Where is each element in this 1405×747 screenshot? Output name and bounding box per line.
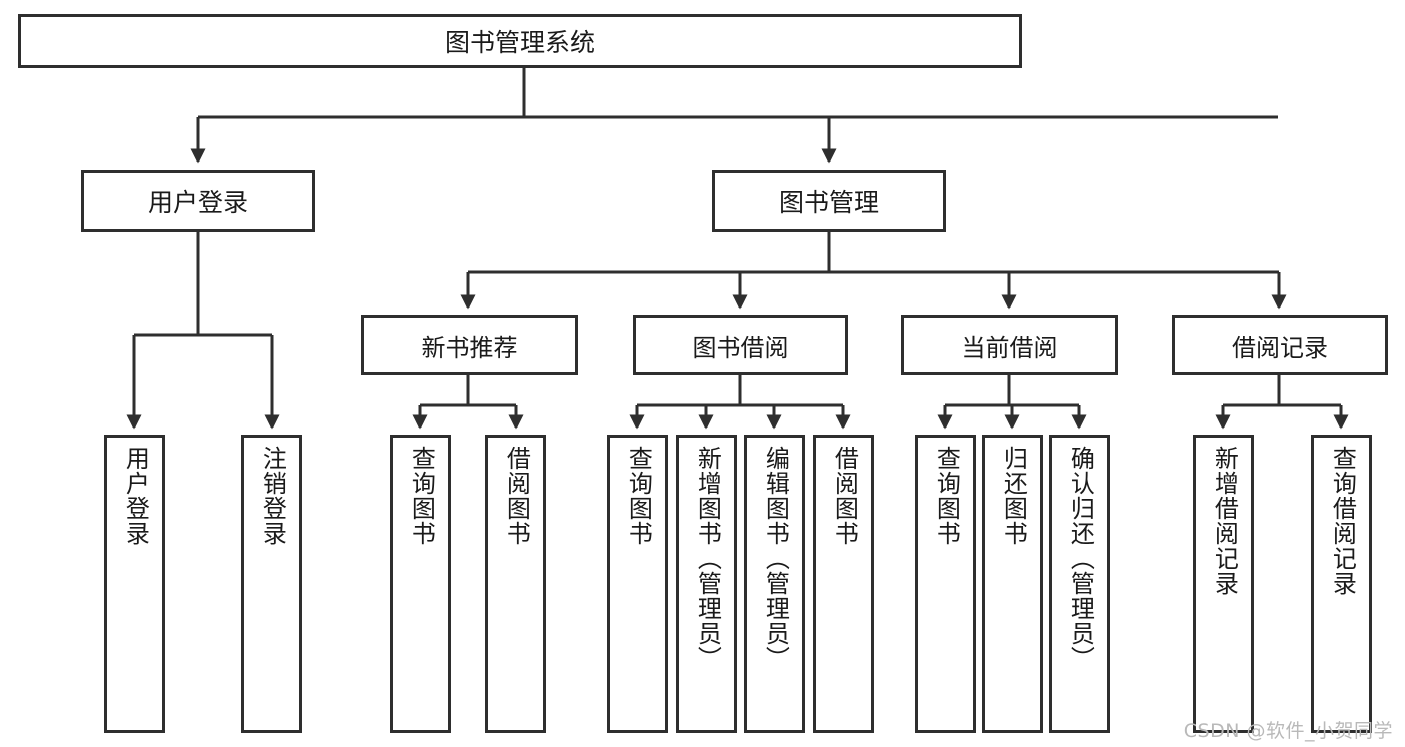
node-label: 查询图书 [407,446,436,546]
node-new-book-recommend[interactable]: 新书推荐 [361,315,578,375]
leaf-user-login-logout[interactable]: 注销登录 [241,435,302,733]
node-root-system[interactable]: 图书管理系统 [18,14,1022,68]
leaf-borrow-add-book-admin[interactable]: 新增图书（管理员） [676,435,737,733]
node-label: 图书管理 [778,188,879,217]
leaf-user-login-login[interactable]: 用户登录 [104,435,165,733]
leaf-new-book-query[interactable]: 查询图书 [390,435,451,733]
node-label: 查询图书 [932,446,961,546]
node-label: 图书管理系统 [444,28,595,57]
leaf-new-book-borrow[interactable]: 借阅图书 [485,435,546,733]
node-label: 确认归还（管理员） [1066,446,1095,671]
node-current-borrow[interactable]: 当前借阅 [901,315,1118,375]
leaf-borrow-query[interactable]: 查询图书 [607,435,668,733]
node-label: 当前借阅 [961,333,1058,362]
node-label: 图书借阅 [692,333,789,362]
node-label: 借阅图书 [830,446,859,546]
node-book-management[interactable]: 图书管理 [712,170,946,232]
watermark: CSDN @软件_小贺同学 [1183,720,1393,742]
node-label: 查询借阅记录 [1328,446,1357,596]
node-label: 归还图书 [999,446,1028,546]
node-label: 新增借阅记录 [1210,446,1239,596]
node-label: 借阅图书 [502,446,531,546]
node-label: 新书推荐 [421,333,518,362]
leaf-records-query[interactable]: 查询借阅记录 [1311,435,1372,733]
node-label: 用户登录 [121,446,150,546]
node-label: 注销登录 [258,446,287,546]
leaf-borrow-borrow-book[interactable]: 借阅图书 [813,435,874,733]
node-label: 查询图书 [624,446,653,546]
leaf-records-add[interactable]: 新增借阅记录 [1193,435,1254,733]
node-label: 用户登录 [147,188,248,217]
leaf-current-return[interactable]: 归还图书 [982,435,1043,733]
leaf-borrow-edit-book-admin[interactable]: 编辑图书（管理员） [744,435,805,733]
node-book-borrow[interactable]: 图书借阅 [633,315,848,375]
node-borrow-records[interactable]: 借阅记录 [1172,315,1388,375]
node-label: 新增图书（管理员） [693,446,722,671]
node-user-login[interactable]: 用户登录 [81,170,315,232]
node-label: 编辑图书（管理员） [761,446,790,671]
leaf-current-confirm-return-admin[interactable]: 确认归还（管理员） [1049,435,1110,733]
leaf-current-query[interactable]: 查询图书 [915,435,976,733]
node-label: 借阅记录 [1232,333,1328,362]
